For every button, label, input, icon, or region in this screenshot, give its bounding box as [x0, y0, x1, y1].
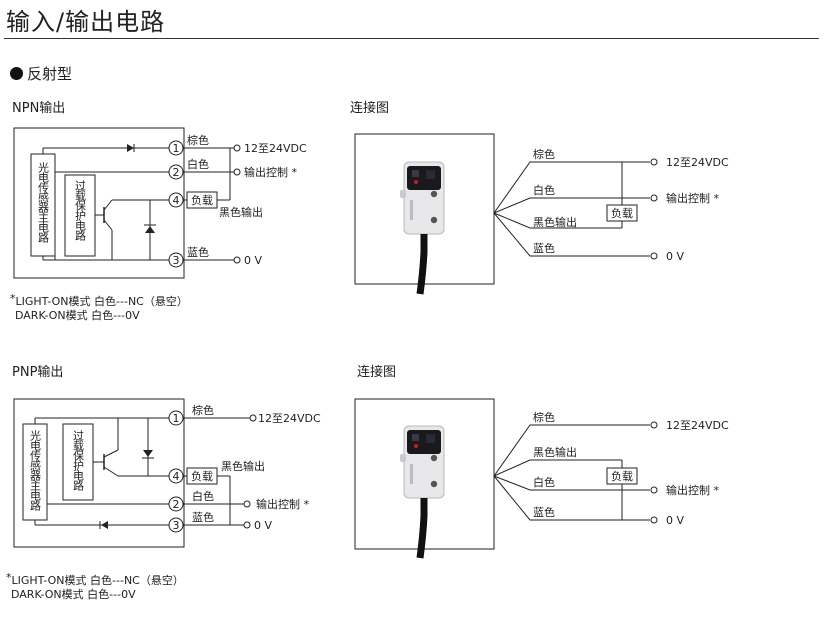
control-label: 输出控制 *	[244, 165, 297, 179]
npn-outer-box	[13, 127, 185, 279]
npn-conn-heading: 连接图	[350, 101, 390, 116]
npn-heading: NPN输出	[12, 101, 66, 116]
diode-icon	[101, 521, 108, 529]
wire-blue-label: 蓝色	[192, 510, 214, 524]
pnp-conn-heading: 连接图	[357, 365, 397, 380]
pnp-protect-label: 过载保护电路	[72, 430, 85, 492]
zener-icon	[145, 226, 155, 233]
wire-blue-label: 蓝色	[533, 241, 555, 255]
control-label: 输出控制 *	[666, 191, 719, 205]
npn-main-circuit-label: 光电传感器主电路	[37, 161, 50, 244]
svg-text:4: 4	[173, 194, 180, 207]
load-label: 负载	[191, 469, 213, 483]
control-label: 输出控制 *	[256, 497, 309, 511]
pnp-connection: 负载 棕色 黑色输出 白色 蓝色 12至24VDC 输出控制 * 0 V	[354, 398, 729, 558]
pnp-protect-box	[62, 423, 94, 501]
note-star: *	[10, 292, 16, 305]
pnp-outer-box	[13, 398, 185, 548]
control-terminal-icon	[243, 500, 251, 508]
npn-connection: 负载 棕色 白色 黑色输出 蓝色 12至24VDC 输出控制 * 0 V	[354, 133, 729, 294]
zero-label: 0 V	[254, 519, 272, 532]
wire-brown-label: 棕色	[533, 410, 555, 424]
note-star: *	[6, 571, 12, 584]
pnp-schematic: 光电传感器主电路 过载保护电路 1 4	[13, 398, 321, 548]
supply-label: 12至24VDC	[666, 419, 729, 432]
pnp-main-circuit-label: 光电传感器主电路	[29, 429, 42, 512]
wire-black-label: 黑色输出	[533, 215, 577, 229]
wire-blue-label: 蓝色	[533, 505, 555, 519]
npn-schematic: 光电传感器主电路 过载保护电路 1 2	[13, 127, 307, 279]
supply-terminal-icon	[249, 414, 257, 422]
npn-protect-box	[64, 174, 96, 257]
npn-terminal-3: 3	[168, 252, 184, 268]
npn-terminal-2: 2	[168, 164, 184, 180]
wire-black-label: 黑色输出	[219, 205, 263, 219]
supply-terminal-icon	[650, 421, 658, 429]
section-label: 反射型	[27, 65, 73, 83]
wire-white-label: 白色	[533, 183, 555, 197]
supply-terminal-icon	[650, 158, 658, 166]
load-label: 负载	[191, 193, 213, 207]
pnp-terminal-1: 1	[168, 410, 184, 426]
page-title: 输入/输出电路	[6, 8, 166, 36]
pnp-terminal-3: 3	[168, 517, 184, 533]
wire-brown-label: 棕色	[192, 403, 214, 417]
svg-text:1: 1	[173, 412, 180, 425]
diode-icon	[127, 144, 134, 152]
control-terminal-icon	[233, 168, 241, 176]
note-line-1: LIGHT-ON模式 白色---NC（悬空）	[15, 295, 188, 308]
pnp-terminal-4: 4	[168, 468, 184, 484]
zero-label: 0 V	[666, 514, 684, 527]
title-underline	[4, 38, 819, 39]
supply-label: 12至24VDC	[258, 412, 321, 425]
pnp-terminal-2: 2	[168, 496, 184, 512]
wire-brown-label: 棕色	[187, 133, 209, 147]
npn-note: *LIGHT-ON模式 白色---NC（悬空） DARK-ON模式 白色---0…	[10, 292, 188, 323]
control-label: 输出控制 *	[666, 483, 719, 497]
control-terminal-icon	[650, 486, 658, 494]
svg-text:3: 3	[173, 254, 180, 267]
wire-white-label: 白色	[192, 489, 214, 503]
svg-text:2: 2	[173, 498, 180, 511]
wire-black-label: 黑色输出	[533, 445, 577, 459]
npn-terminal-4: 4	[168, 192, 184, 208]
zero-terminal-icon	[243, 521, 251, 529]
note-line-2: DARK-ON模式 白色---0V	[11, 588, 136, 601]
wire-brown-label: 棕色	[533, 147, 555, 161]
wire-black-label: 黑色输出	[221, 459, 265, 473]
zero-label: 0 V	[244, 254, 262, 267]
pnp-note: *LIGHT-ON模式 白色---NC（悬空） DARK-ON模式 白色---0…	[6, 571, 184, 602]
zener-icon	[143, 450, 153, 457]
note-line-2: DARK-ON模式 白色---0V	[15, 309, 140, 322]
load-label: 负载	[611, 469, 633, 483]
control-terminal-icon	[650, 194, 658, 202]
npn-terminal-1: 1	[168, 140, 184, 156]
svg-text:1: 1	[173, 142, 180, 155]
zero-terminal-icon	[650, 252, 658, 260]
load-label: 负载	[611, 206, 633, 220]
section-heading: 反射型	[10, 63, 72, 84]
supply-label: 12至24VDC	[666, 156, 729, 169]
supply-terminal-icon	[233, 144, 241, 152]
pnp-heading: PNP输出	[12, 365, 64, 380]
wire-white-label: 白色	[187, 157, 209, 171]
bullet-dot-icon	[10, 67, 23, 80]
svg-text:2: 2	[173, 166, 180, 179]
npn-protect-label: 过载保护电路	[74, 180, 87, 242]
zero-label: 0 V	[666, 250, 684, 263]
svg-text:4: 4	[173, 470, 180, 483]
note-line-1: LIGHT-ON模式 白色---NC（悬空）	[11, 574, 184, 587]
wire-white-label: 白色	[533, 475, 555, 489]
zero-terminal-icon	[233, 256, 241, 264]
wire-blue-label: 蓝色	[187, 245, 209, 259]
svg-text:3: 3	[173, 519, 180, 532]
zero-terminal-icon	[650, 516, 658, 524]
supply-label: 12至24VDC	[244, 142, 307, 155]
